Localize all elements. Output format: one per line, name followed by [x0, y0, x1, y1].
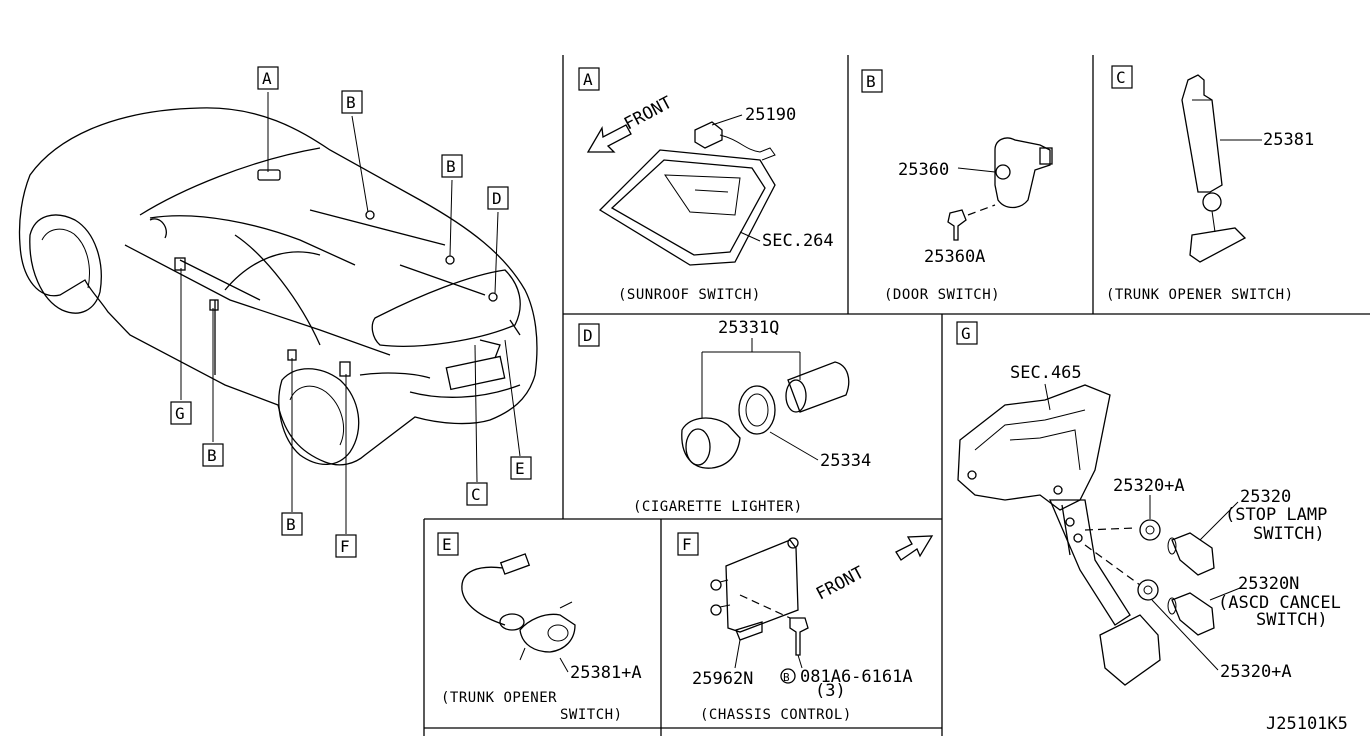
callout-F-label: F	[340, 537, 350, 556]
panel-C-caption: (TRUNK OPENER SWITCH)	[1106, 287, 1294, 303]
panel-A-caption: (SUNROOF SWITCH)	[618, 287, 761, 303]
panel-D-caption: (CIGARETTE LIGHTER)	[633, 499, 803, 515]
part-25320: 25320	[1240, 487, 1291, 507]
nut-icon	[1137, 579, 1159, 601]
callout-B-side: B	[202, 443, 224, 467]
callout-D: D	[487, 186, 509, 210]
part-sec465: SEC.465	[1010, 363, 1082, 383]
ascd-label-line2: SWITCH)	[1256, 610, 1328, 630]
screw-icon	[947, 209, 967, 241]
callout-E: E	[510, 456, 532, 480]
bolt-icon	[789, 617, 809, 656]
part-25320N: 25320N	[1238, 574, 1299, 594]
panel-C-letter: C	[1116, 68, 1126, 87]
front-label: FRONT	[621, 93, 676, 135]
callout-B-lower: B	[281, 512, 303, 536]
callout-B-rear: B	[441, 154, 463, 178]
panel-frame	[423, 55, 1370, 736]
front-wheel	[29, 214, 102, 314]
panel-E-letter: E	[442, 535, 452, 554]
bolt-marker: B	[783, 671, 790, 684]
callout-C: C	[466, 482, 488, 506]
callout-B-label: B	[207, 446, 217, 465]
panel-A-letter: A	[583, 70, 593, 89]
callout-B-label: B	[286, 515, 296, 534]
part-25331Q: 25331Q	[718, 318, 779, 338]
callout-A-label: A	[262, 69, 272, 88]
callout-D-label: D	[492, 189, 502, 208]
part-25381: 25381	[1263, 130, 1314, 150]
stop-lamp-label-line1: (STOP LAMP	[1225, 505, 1327, 525]
trunk-opener-switch-icon	[1181, 74, 1223, 193]
part-081A6-6161A: 081A6-6161A	[800, 667, 913, 687]
part-25190: 25190	[745, 105, 796, 125]
door-switch-icon	[994, 137, 1051, 209]
callout-G: G	[170, 401, 192, 425]
panel-F-chassis-control: F FRONT 25962N B 081A6-6161A (3) (CHASSI…	[677, 532, 934, 723]
trunk-lid	[371, 269, 521, 347]
part-qty: (3)	[815, 681, 846, 701]
part-25381A: 25381+A	[570, 663, 642, 683]
part-25360A: 25360A	[924, 247, 985, 267]
panel-G-letter: G	[961, 324, 971, 343]
panel-F-letter: F	[682, 535, 692, 554]
connector-icon	[499, 553, 531, 575]
nut-icon	[1139, 519, 1161, 541]
vehicle-overview: A B B D G B B F	[18, 66, 538, 558]
part-25334: 25334	[820, 451, 871, 471]
brake-pedal-arm	[1049, 499, 1131, 626]
part-25320A-bottom: 25320+A	[1220, 662, 1292, 682]
lighter-ring-icon	[738, 385, 776, 435]
panel-B-caption: (DOOR SWITCH)	[884, 287, 1000, 303]
callout-C-label: C	[471, 485, 481, 504]
part-25320A-top: 25320+A	[1113, 476, 1185, 496]
callout-G-label: G	[175, 404, 185, 423]
callout-B-label: B	[346, 93, 356, 112]
brake-pedal-pad	[1099, 614, 1161, 686]
panel-E-caption-line1: (TRUNK OPENER	[441, 690, 557, 706]
stop-lamp-label-line2: SWITCH)	[1253, 524, 1325, 544]
panel-F-caption: (CHASSIS CONTROL)	[700, 707, 852, 723]
front-arrow-icon	[586, 124, 632, 153]
lighter-socket-icon	[787, 361, 850, 413]
panel-G-pedal-switches: G SEC.465 25320+A 25320 (STOP	[956, 321, 1341, 686]
callout-B-roof: B	[341, 90, 363, 114]
panel-D-cigarette-lighter: D 25331Q 25334 (CIGARETTE LIGHTER)	[578, 318, 871, 515]
overhead-console	[598, 149, 776, 266]
sunroof-switch-icon	[694, 121, 723, 149]
vehicle-body-outline	[18, 107, 538, 466]
panel-C-trunk-opener-switch: C 25381 (TRUNK OPENER SWITCH)	[1106, 65, 1314, 303]
chassis-control-module-icon	[725, 539, 799, 633]
ascd-label-line1: (ASCD CANCEL	[1218, 593, 1341, 613]
callout-B-label: B	[446, 157, 456, 176]
callout-F: F	[335, 534, 357, 558]
callout-A: A	[257, 66, 279, 90]
rear-wheel	[278, 368, 360, 466]
stop-lamp-switch-icon	[1171, 532, 1215, 576]
trunk-opener-switch-e-icon	[519, 613, 576, 653]
front-label-f: FRONT	[813, 563, 868, 605]
panel-E-caption-line2: SWITCH)	[560, 707, 623, 723]
pedal-bracket	[957, 384, 1111, 511]
part-25962N: 25962N	[692, 669, 753, 689]
front-arrow-f-icon	[895, 535, 934, 561]
ascd-cancel-switch-icon	[1171, 592, 1215, 636]
part-sec264: SEC.264	[762, 231, 834, 251]
part-25360: 25360	[898, 160, 949, 180]
panel-E-trunk-opener-switch: E 25381+A (TRUNK OPENER SWITCH)	[437, 532, 642, 723]
panel-B-letter: B	[866, 72, 876, 91]
drawing-number: J25101K5	[1266, 714, 1348, 734]
panel-D-letter: D	[583, 326, 593, 345]
callout-E-label: E	[515, 459, 525, 478]
panel-B-door-switch: B 25360 25360A (DOOR SWITCH)	[861, 69, 1053, 303]
panel-A-sunroof-switch: A FRONT 25190 SEC.264 (SUNROOF SWITCH)	[578, 67, 834, 303]
